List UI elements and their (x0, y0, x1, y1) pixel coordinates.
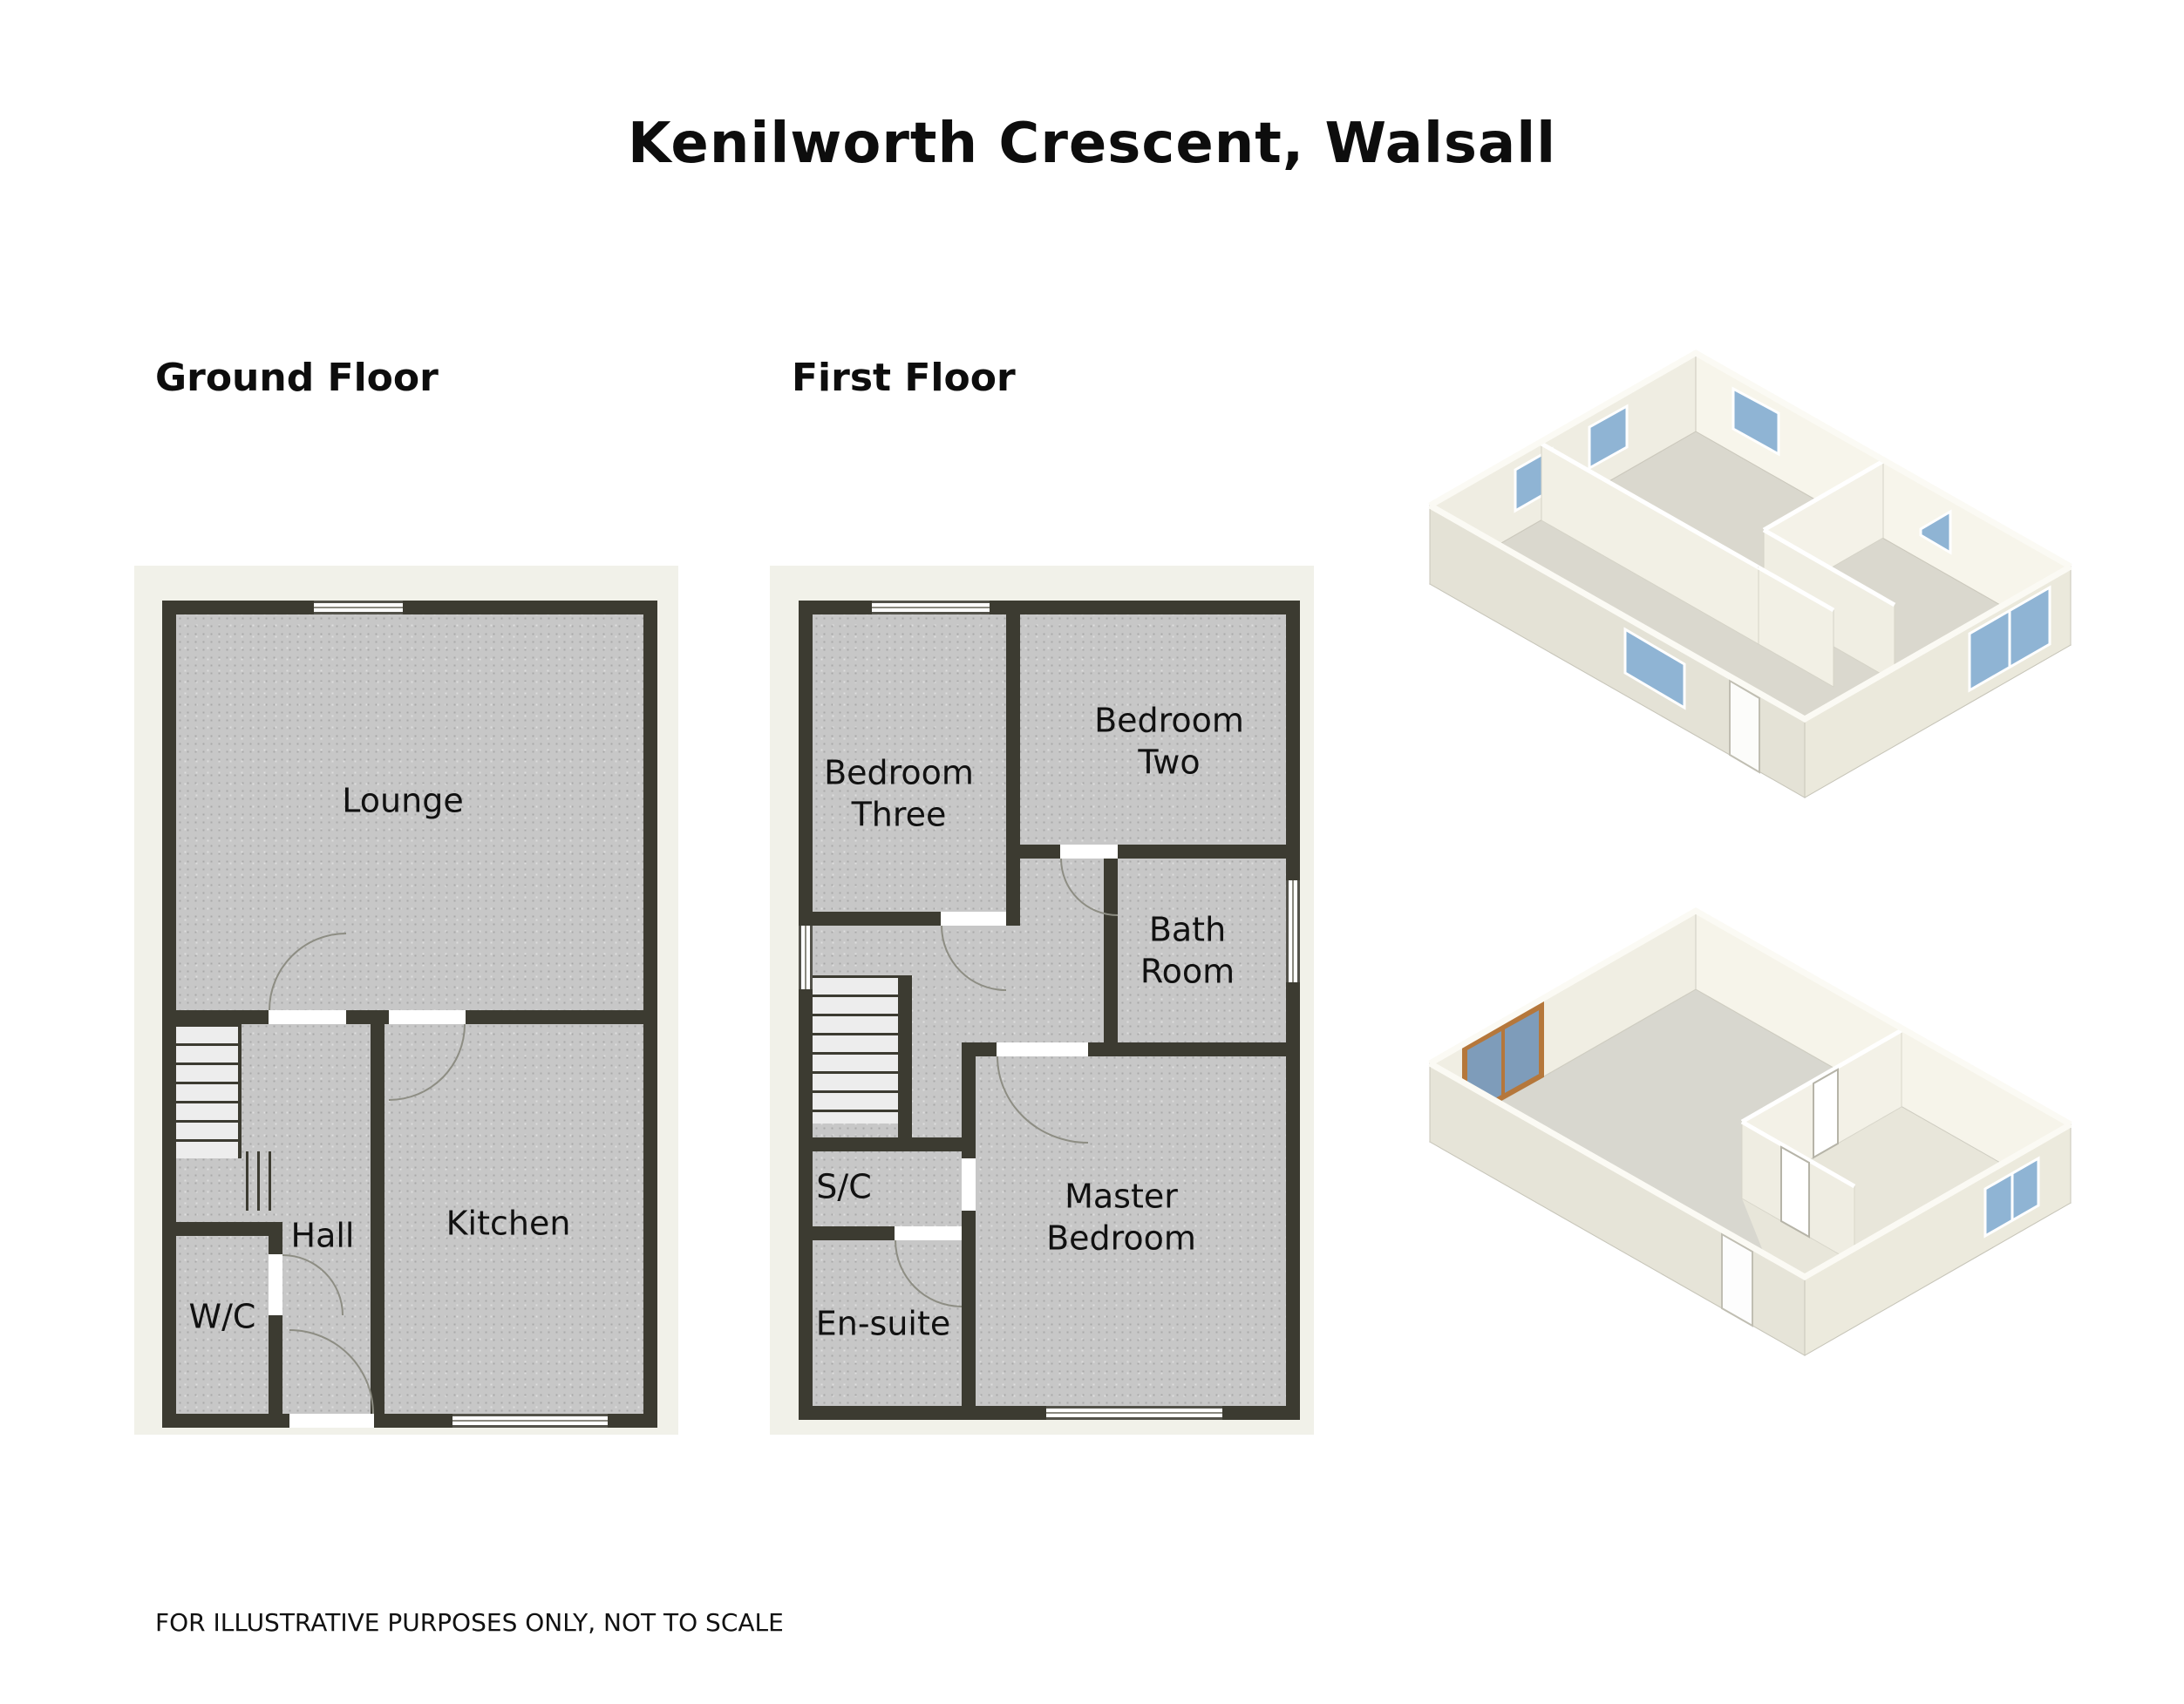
wall (962, 1042, 976, 1158)
window (1046, 1406, 1222, 1420)
room-label-wc: W/C (188, 1297, 256, 1336)
iso-door (1721, 1232, 1753, 1327)
wall (1020, 845, 1060, 859)
wall (371, 1024, 384, 1414)
iso-door (1729, 679, 1760, 774)
wall (162, 601, 314, 614)
iso-wall-top (1757, 565, 1835, 613)
front-door-opening (289, 1414, 374, 1428)
door-opening (941, 912, 1006, 926)
wall (162, 1414, 289, 1428)
wall (643, 601, 657, 1428)
iso-wall-top (1540, 441, 1760, 570)
wall (799, 601, 872, 614)
wall (1222, 1406, 1300, 1420)
window (314, 601, 403, 614)
iso-wall-top (1740, 1119, 1856, 1189)
window (872, 601, 990, 614)
wall (1286, 982, 1300, 1420)
door-opening (997, 1042, 1088, 1056)
room-label-master-bedroom: Master Bedroom (1046, 1177, 1196, 1258)
ground-floor-plan: Lounge Hall Kitchen W/C (134, 566, 678, 1435)
iso-window (1623, 627, 1686, 710)
wall (374, 1414, 452, 1428)
wall (898, 975, 912, 1137)
iso-wall-top (1428, 906, 2072, 1128)
wall (1118, 845, 1286, 859)
room-label-lounge: Lounge (342, 781, 464, 820)
door-opening (269, 1254, 282, 1315)
iso-wall-top (1428, 502, 2072, 723)
wall (403, 601, 657, 614)
wall (799, 1226, 895, 1240)
first-floor-heading: First Floor (792, 356, 1016, 400)
room-label-bedroom-three: Bedroom Three (824, 753, 974, 834)
isometric-view-ground-floor (1428, 906, 2072, 1356)
wall (1286, 601, 1300, 880)
wall (608, 1414, 657, 1428)
iso-wall-top (1428, 349, 2072, 570)
room-label-bathroom: Bath Room (1140, 910, 1235, 991)
door-opening (269, 1010, 346, 1024)
iso-window (1588, 404, 1629, 471)
iso-door (1780, 1145, 1810, 1239)
room-label-ensuite: En-suite (815, 1304, 951, 1343)
isometric-view-first-floor (1428, 349, 2072, 798)
iso-door (1813, 1068, 1839, 1159)
iso-wall-top (1740, 1028, 1903, 1124)
door-opening (389, 1010, 466, 1024)
wall (269, 1315, 282, 1414)
room-label-hall: Hall (290, 1216, 355, 1255)
door-opening (1060, 845, 1118, 859)
first-floor-plan: Bedroom Three Bedroom Two Bath Room S/C … (770, 566, 1314, 1435)
iso-window (1919, 509, 1952, 555)
iso-window (1732, 386, 1780, 457)
ground-floor-heading: Ground Floor (155, 356, 439, 400)
wall (799, 1406, 1046, 1420)
wall (990, 601, 1300, 614)
staircase (176, 1024, 242, 1158)
room-label-kitchen: Kitchen (446, 1204, 571, 1243)
wall (346, 1010, 389, 1024)
wall (799, 989, 813, 1420)
wall (962, 1211, 976, 1406)
iso-wall-top (1762, 527, 1896, 608)
wall (1088, 1042, 1286, 1056)
window (799, 926, 813, 989)
stair-rail (246, 1151, 277, 1211)
iso-wall-top (1762, 458, 1885, 533)
room-label-sc: S/C (816, 1167, 872, 1206)
door-opening (895, 1226, 962, 1240)
wall (799, 1137, 976, 1151)
page-title: Kenilworth Crescent, Walsall (627, 112, 1557, 176)
window (452, 1414, 608, 1428)
wall (799, 912, 941, 926)
wall (269, 1222, 282, 1254)
door-opening (962, 1158, 976, 1211)
room-label-bedroom-two: Bedroom Two (1094, 701, 1244, 782)
window (1286, 880, 1300, 982)
staircase (813, 975, 898, 1124)
wall (1006, 601, 1020, 926)
wall (162, 1222, 269, 1236)
wall (162, 1010, 269, 1024)
disclaimer-text: FOR ILLUSTRATIVE PURPOSES ONLY, NOT TO S… (155, 1608, 784, 1637)
iso-wall-top (1428, 1060, 2072, 1281)
wall (466, 1010, 643, 1024)
wall (799, 601, 813, 926)
